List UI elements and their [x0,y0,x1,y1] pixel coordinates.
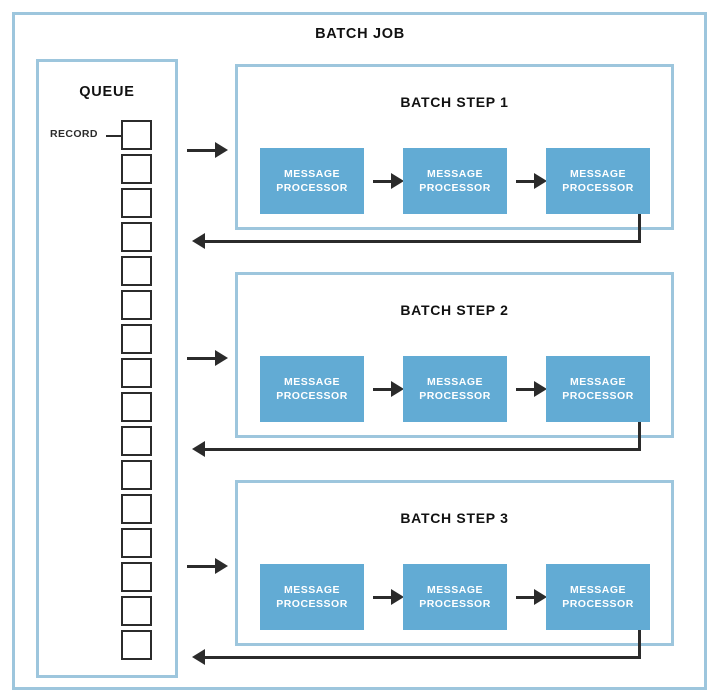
queue-to-step-arrow-shaft-1 [187,148,217,152]
message-processor-2-2[interactable]: MESSAGE PROCESSOR [403,356,507,422]
queue-title: QUEUE [79,84,135,100]
queue-record-box [121,630,152,660]
message-processor-line1: MESSAGE [426,168,483,180]
message-processor-3-2[interactable]: MESSAGE PROCESSOR [403,564,507,630]
message-processor-line1: MESSAGE [569,584,626,596]
step-return-arrow-vertical-3 [638,630,641,657]
batch-step-title-1: BATCH STEP 1 [400,94,509,110]
record-label: RECORD [50,128,98,140]
message-processor-line1: MESSAGE [283,168,340,180]
message-processor-1-2[interactable]: MESSAGE PROCESSOR [403,148,507,214]
processor-flow-arrow-shaft [516,179,534,183]
batch-step-container-2 [235,272,674,438]
batch-step-container-1 [235,64,674,230]
processor-flow-arrow-shaft [516,595,534,599]
processor-flow-arrow-head [534,381,547,397]
queue-record-box [121,392,152,422]
queue-record-box [121,528,152,558]
record-leader-line [106,135,122,137]
message-processor-line2: PROCESSOR [562,182,634,194]
processor-flow-arrow-shaft [373,179,391,183]
message-processor-line1: MESSAGE [426,376,483,388]
queue-to-step-arrow-head-3 [215,558,228,574]
queue-record-box [121,222,152,252]
queue-to-step-arrow-head-2 [215,350,228,366]
processor-flow-arrow-head [391,381,404,397]
message-processor-line2: PROCESSOR [562,598,634,610]
batch-step-title-3: BATCH STEP 3 [400,510,509,526]
message-processor-line1: MESSAGE [283,376,340,388]
step-return-arrow-vertical-2 [638,422,641,449]
processor-flow-arrow-shaft [516,387,534,391]
message-processor-line1: MESSAGE [569,376,626,388]
queue-record-box [121,290,152,320]
step-return-arrow-head-3 [192,649,205,665]
message-processor-2-3[interactable]: MESSAGE PROCESSOR [546,356,650,422]
message-processor-3-3[interactable]: MESSAGE PROCESSOR [546,564,650,630]
message-processor-line2: PROCESSOR [276,182,348,194]
step-return-arrow-head-1 [192,233,205,249]
queue-to-step-arrow-head-1 [215,142,228,158]
message-processor-line2: PROCESSOR [419,390,491,402]
step-return-arrow-shaft-1 [205,239,641,243]
batch-job-frame [12,12,707,690]
queue-record-box [121,120,152,150]
message-processor-line1: MESSAGE [283,584,340,596]
processor-flow-arrow-head [391,173,404,189]
queue-record-box [121,596,152,626]
queue-record-box [121,358,152,388]
step-return-arrow-shaft-2 [205,447,641,451]
message-processor-line2: PROCESSOR [419,598,491,610]
batch-step-title-2: BATCH STEP 2 [400,302,509,318]
queue-record-box [121,324,152,354]
batch-step-container-3 [235,480,674,646]
message-processor-line2: PROCESSOR [276,390,348,402]
processor-flow-arrow-shaft [373,387,391,391]
processor-flow-arrow-head [391,589,404,605]
queue-record-column [121,120,156,664]
processor-flow-arrow-shaft [373,595,391,599]
message-processor-line1: MESSAGE [569,168,626,180]
message-processor-line1: MESSAGE [426,584,483,596]
queue-record-box [121,188,152,218]
message-processor-1-1[interactable]: MESSAGE PROCESSOR [260,148,364,214]
message-processor-2-1[interactable]: MESSAGE PROCESSOR [260,356,364,422]
queue-panel [36,59,178,678]
queue-record-box [121,562,152,592]
processor-flow-arrow-head [534,589,547,605]
message-processor-3-1[interactable]: MESSAGE PROCESSOR [260,564,364,630]
message-processor-line2: PROCESSOR [562,390,634,402]
step-return-arrow-vertical-1 [638,214,641,241]
queue-record-box [121,154,152,184]
queue-record-box [121,256,152,286]
queue-to-step-arrow-shaft-3 [187,564,217,568]
processor-flow-arrow-head [534,173,547,189]
queue-record-box [121,460,152,490]
message-processor-1-3[interactable]: MESSAGE PROCESSOR [546,148,650,214]
batch-job-title: BATCH JOB [315,26,405,42]
queue-record-box [121,426,152,456]
queue-record-box [121,494,152,524]
message-processor-line2: PROCESSOR [419,182,491,194]
step-return-arrow-shaft-3 [205,655,641,659]
queue-to-step-arrow-shaft-2 [187,356,217,360]
step-return-arrow-head-2 [192,441,205,457]
message-processor-line2: PROCESSOR [276,598,348,610]
